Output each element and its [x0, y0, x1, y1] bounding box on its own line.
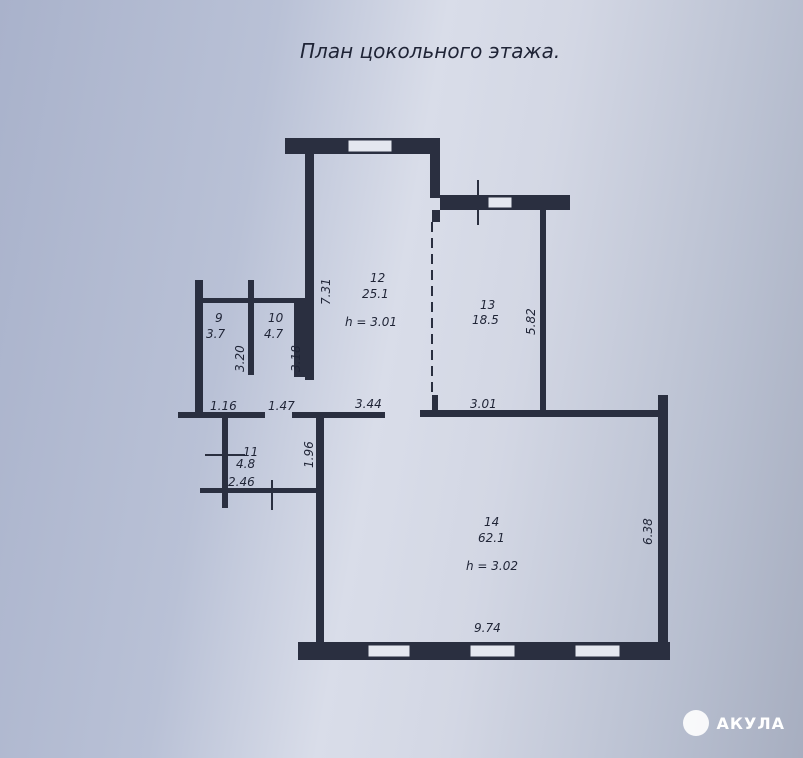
svg-text:14: 14 — [484, 515, 499, 529]
svg-text:18.5: 18.5 — [472, 313, 499, 327]
svg-text:9: 9 — [215, 311, 223, 325]
svg-text:1.16: 1.16 — [210, 399, 237, 413]
svg-text:4.7: 4.7 — [264, 327, 283, 341]
svg-text:3.18: 3.18 — [289, 345, 303, 372]
svg-text:4.8: 4.8 — [236, 457, 255, 471]
watermark-text: АКУЛА — [716, 713, 785, 733]
svg-text:11: 11 — [243, 445, 258, 459]
svg-text:2.46: 2.46 — [228, 475, 255, 489]
svg-text:6.38: 6.38 — [641, 518, 655, 545]
svg-text:3.01: 3.01 — [470, 397, 497, 411]
svg-text:62.1: 62.1 — [478, 531, 505, 545]
svg-text:9.74: 9.74 — [474, 621, 501, 635]
svg-text:5.82: 5.82 — [524, 308, 538, 335]
svg-text:7.31: 7.31 — [319, 278, 333, 305]
watermark-logo: АКУЛА — [682, 710, 785, 736]
svg-text:h = 3.02: h = 3.02 — [466, 559, 518, 573]
door-marks — [205, 180, 479, 510]
svg-text:3.44: 3.44 — [355, 397, 382, 411]
shark-logo-icon — [682, 710, 709, 736]
plan-title: План цокольного этажа. — [300, 39, 560, 63]
svg-text:3.7: 3.7 — [206, 327, 225, 341]
svg-text:12: 12 — [370, 271, 385, 285]
svg-text:1.47: 1.47 — [268, 399, 295, 413]
svg-text:3.20: 3.20 — [233, 345, 247, 372]
dimension-labels: 1.16 1.47 3.44 3.01 2.46 9.74 7.31 3.20 … — [210, 278, 655, 635]
walls — [178, 138, 670, 660]
svg-text:13: 13 — [480, 298, 495, 312]
svg-text:25.1: 25.1 — [362, 287, 389, 301]
svg-text:h = 3.01: h = 3.01 — [345, 315, 397, 329]
windows — [347, 139, 621, 658]
svg-text:10: 10 — [268, 311, 284, 325]
svg-text:1.96: 1.96 — [302, 441, 316, 468]
